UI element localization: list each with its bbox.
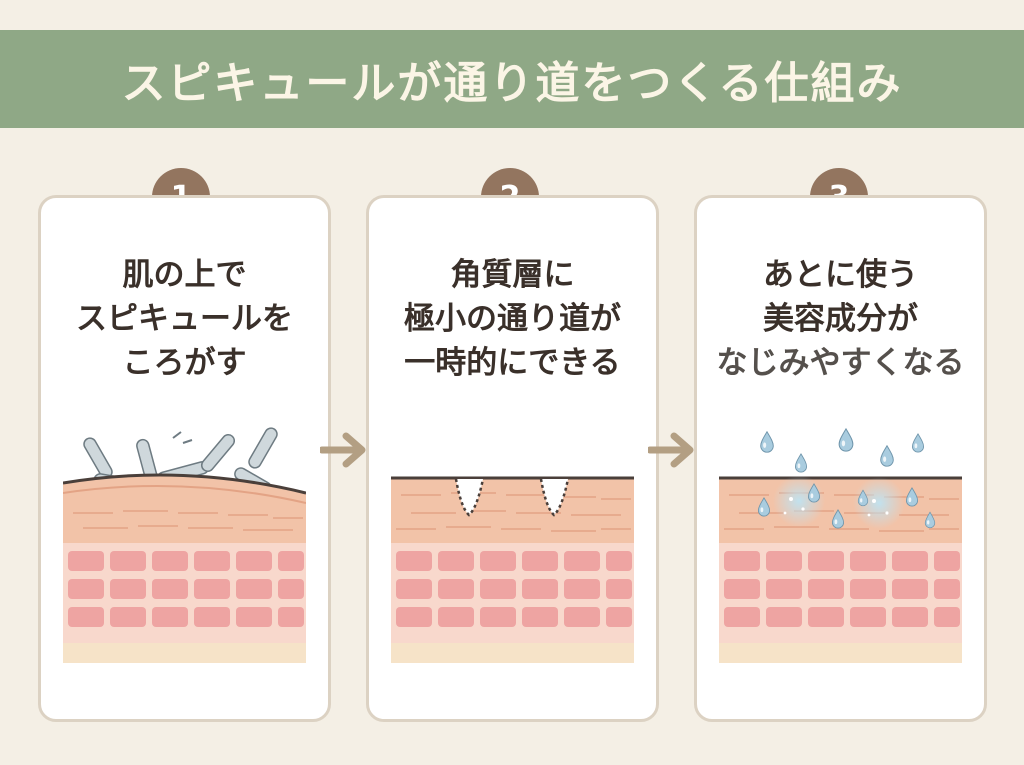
step-2-card: 角質層に 極小の通り道が 一時的にできる (366, 195, 659, 722)
step-1-line-3: ころがす (122, 345, 247, 381)
step-1-line-1: 肌の上で (122, 257, 247, 293)
arrow-right-icon (648, 432, 694, 468)
step-3-line-2: 美容成分が (763, 301, 918, 337)
step-2-caption: 角質層に 極小の通り道が 一時的にできる (369, 253, 656, 385)
step-2-line-1: 角質層に (450, 257, 575, 293)
step-1-line-2: スピキュールを (76, 301, 293, 337)
step-1-caption: 肌の上で スピキュールを ころがす (41, 253, 328, 385)
title-banner: スピキュールが通り道をつくる仕組み (0, 30, 1024, 128)
skin-illustration-step-3 (719, 428, 962, 663)
page-title: スピキュールが通り道をつくる仕組み (121, 58, 903, 109)
step-3-card: あとに使う 美容成分が なじみやすくなる (694, 195, 987, 722)
micro-channel-icon (454, 478, 570, 517)
step-3-caption: あとに使う 美容成分が なじみやすくなる (697, 253, 984, 385)
step-2-line-2: 極小の通り道が (404, 301, 621, 337)
step-3-line-1: あとに使う (763, 257, 918, 293)
step-2-line-3: 一時的にできる (404, 345, 621, 381)
step-1-card: 肌の上で スピキュールを ころがす (38, 195, 331, 722)
arrow-right-icon (320, 432, 366, 468)
skin-illustration-step-1 (63, 427, 306, 663)
step-3-line-3: なじみやすくなる (716, 345, 965, 381)
skin-illustration-step-2 (391, 476, 634, 663)
